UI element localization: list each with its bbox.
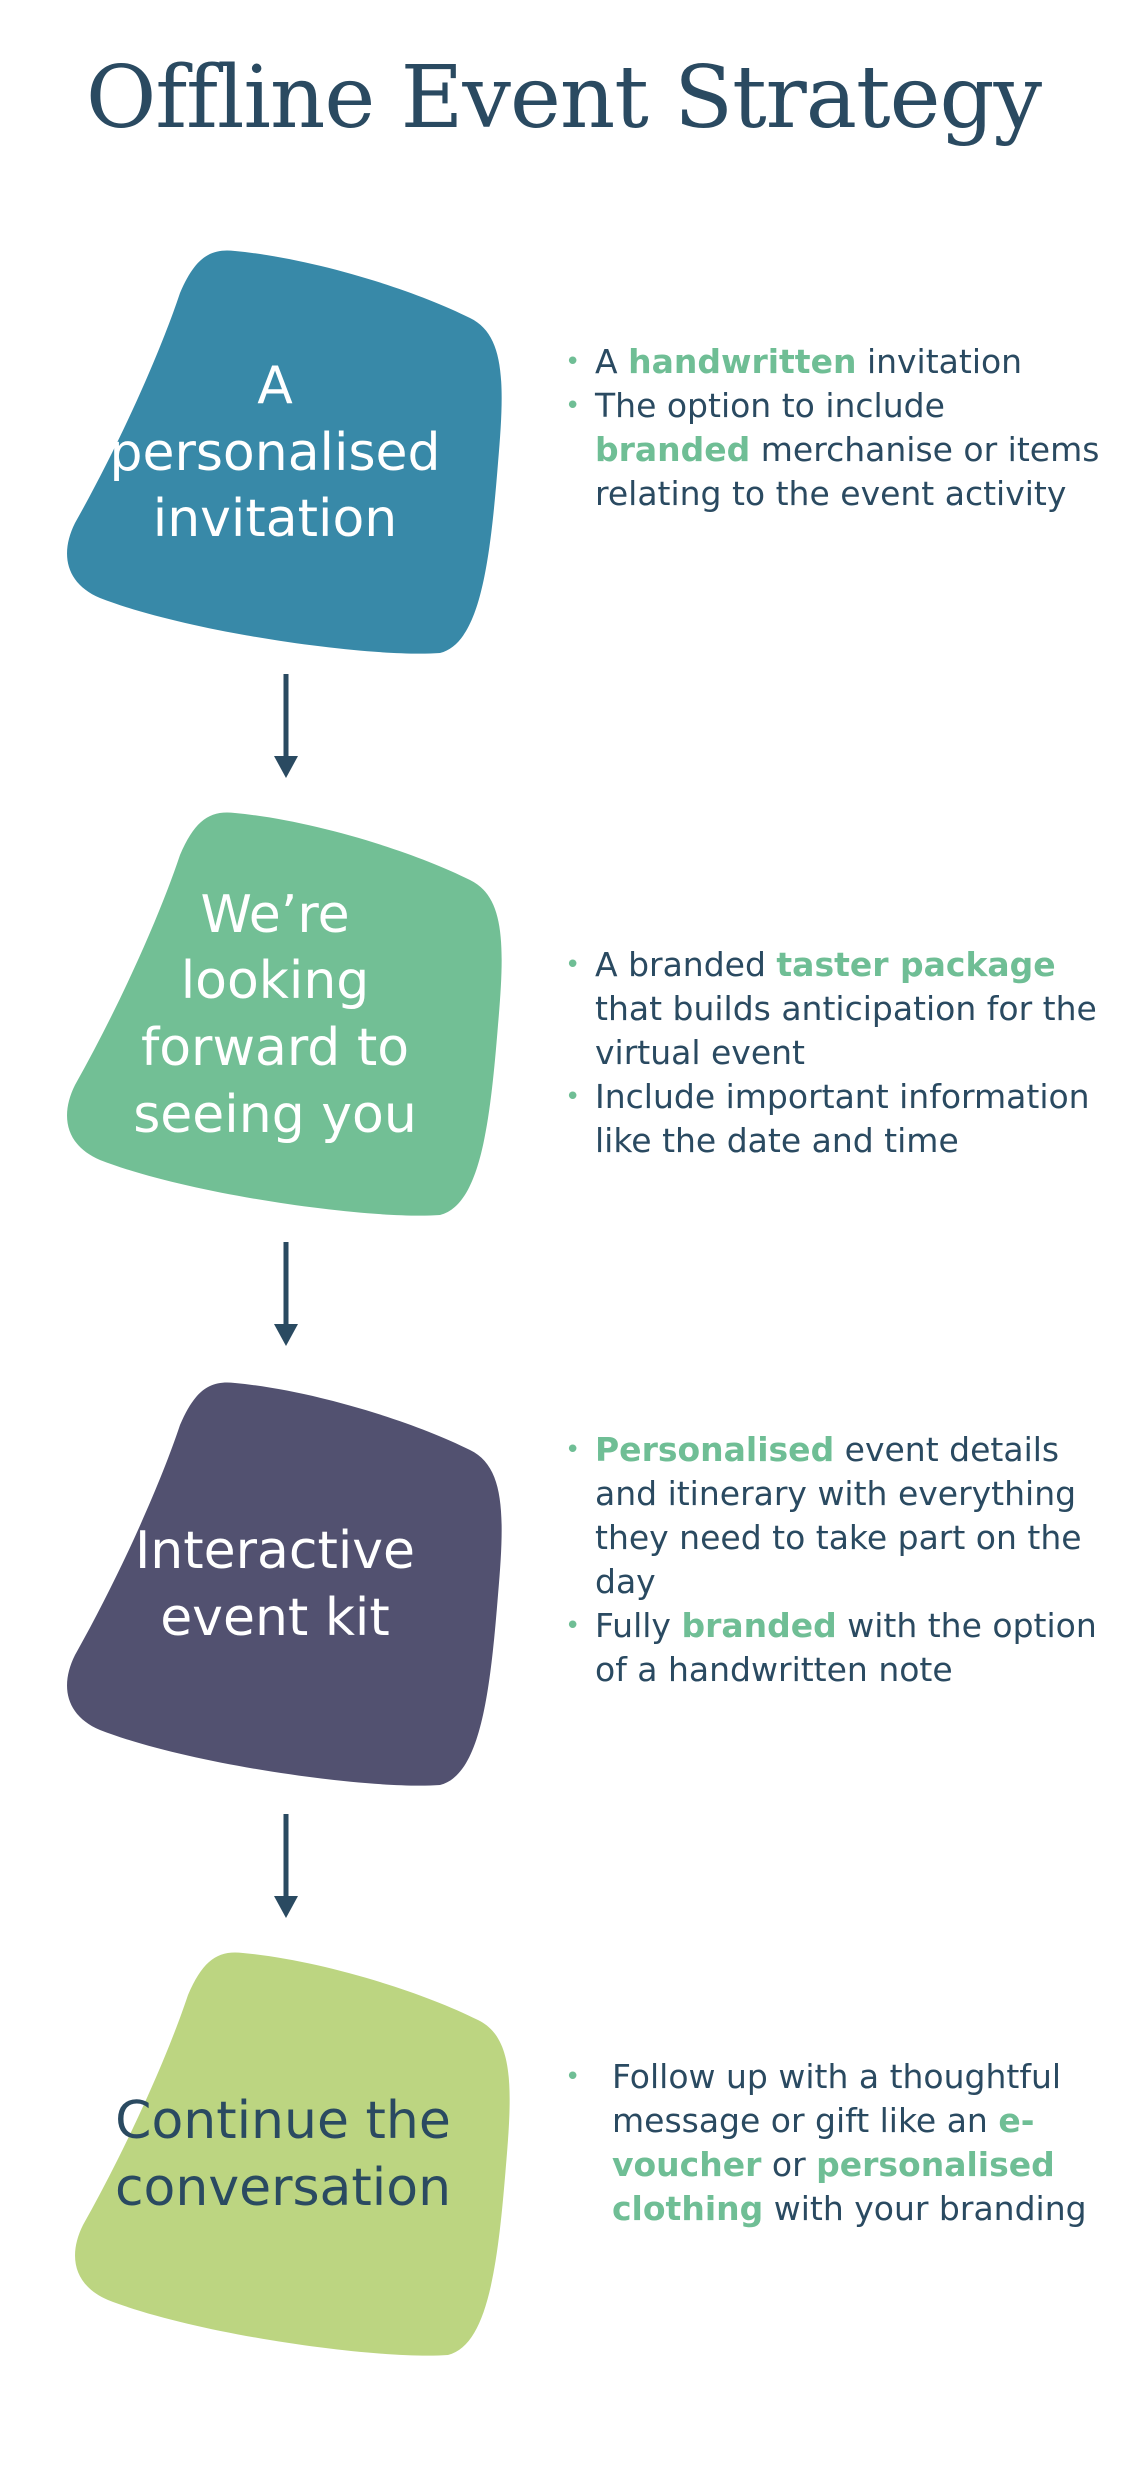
- step-personalised-invitation: A personalised invitation: [60, 243, 510, 663]
- highlight-text: branded: [681, 1606, 837, 1645]
- step-label: Continue the conversation: [114, 2091, 452, 2218]
- bullet-text: or: [761, 2145, 817, 2184]
- step-shape: [67, 250, 502, 654]
- highlight-text: taster package: [776, 945, 1056, 984]
- bullet-item: Fully branded with the option of a handw…: [565, 1604, 1110, 1692]
- highlight-text: Personalised: [595, 1430, 835, 1469]
- bullet-text: Follow up with a thoughtful message or g…: [612, 2057, 1062, 2140]
- bullet-list: A handwritten invitationThe option to in…: [565, 340, 1110, 516]
- bullet-list: Follow up with a thoughtful message or g…: [565, 2055, 1110, 2231]
- down-arrow-icon: [274, 1242, 298, 1346]
- step-label: Interactive event kit: [134, 1521, 416, 1648]
- bullet-text: Include important information like the d…: [595, 1077, 1090, 1160]
- bullet-text: Fully: [595, 1606, 682, 1645]
- bullet-item: The option to include branded merchanise…: [565, 384, 1110, 516]
- step-interactive-event-kit: Interactive event kit: [60, 1375, 510, 1795]
- bullet-list: A branded taster package that builds ant…: [565, 943, 1110, 1163]
- bullet-text: with the option of a handwritten note: [595, 1606, 1097, 1689]
- step-shape: [67, 1382, 502, 1786]
- shape-path: [67, 812, 502, 1216]
- highlight-text: handwritten: [628, 342, 857, 381]
- bullet-item: Follow up with a thoughtful message or g…: [565, 2055, 1110, 2231]
- bullet-text: with your branding: [763, 2189, 1087, 2228]
- down-arrow-icon: [274, 1814, 298, 1918]
- shape-path: [75, 1952, 510, 2356]
- bullet-text: A branded: [595, 945, 777, 984]
- page-title: Offline Event Strategy: [85, 48, 1042, 148]
- step-shape: [67, 812, 502, 1216]
- step-shape: [75, 1952, 510, 2356]
- step-looking-forward: We’re looking forward to seeing you: [60, 805, 510, 1225]
- bullet-text: merchanise or items relating to the even…: [595, 430, 1100, 513]
- bullet-text: event details and itinerary with everyth…: [595, 1430, 1082, 1601]
- bullet-item: Include important information like the d…: [565, 1075, 1110, 1163]
- step-label: A personalised invitation: [109, 356, 441, 550]
- down-arrow-icon: [274, 674, 298, 778]
- bullet-item: A handwritten invitation: [565, 340, 1110, 384]
- highlight-text: personalised clothing: [612, 2145, 1055, 2228]
- highlight-text: branded: [595, 430, 751, 469]
- bullet-text: that builds anticipation for the virtual…: [595, 989, 1097, 1072]
- highlight-text: e-voucher: [612, 2101, 1035, 2184]
- step-label: We’re looking forward to seeing you: [133, 884, 417, 1145]
- shape-path: [67, 1382, 502, 1786]
- step-continue-conversation: Continue the conversation: [68, 1945, 518, 2365]
- bullet-item: A branded taster package that builds ant…: [565, 943, 1110, 1075]
- shape-path: [67, 250, 502, 654]
- bullet-item: Personalised event details and itinerary…: [565, 1428, 1110, 1604]
- bullet-list: Personalised event details and itinerary…: [565, 1428, 1110, 1692]
- bullet-text: invitation: [856, 342, 1023, 381]
- bullet-text: A: [595, 342, 629, 381]
- bullet-text: The option to include: [595, 386, 945, 425]
